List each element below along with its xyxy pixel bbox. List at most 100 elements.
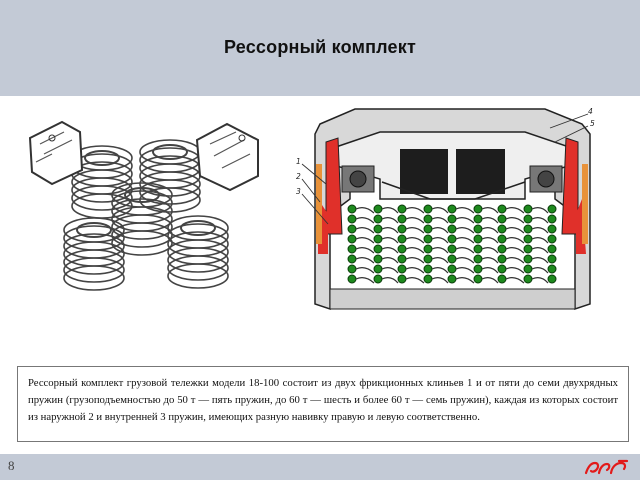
page-number: 8 xyxy=(8,458,15,473)
spring-section-dot xyxy=(497,234,507,244)
spring-section-dot xyxy=(423,254,433,264)
spring-section-dot xyxy=(497,214,507,224)
spring-coil-line xyxy=(355,237,375,244)
spring-section-dot xyxy=(423,204,433,214)
spring-section-dot xyxy=(397,254,407,264)
spring-section-dot xyxy=(473,234,483,244)
spring-coil-line xyxy=(505,257,525,264)
spring-coil-line xyxy=(381,207,399,214)
spring-section-dot xyxy=(373,224,383,234)
spring-coil-line xyxy=(381,267,399,274)
spring-section-dot xyxy=(547,254,557,264)
spring-inner-coil xyxy=(124,187,160,203)
callout-1: 1 xyxy=(296,157,301,166)
spring-section-dot xyxy=(447,234,457,244)
spring-section-dot xyxy=(447,264,457,274)
spring-section-dot xyxy=(347,204,357,214)
spring-coil-line xyxy=(531,257,549,264)
caption-text: Рессорный комплект грузовой тележки моде… xyxy=(28,377,618,423)
spring-section-dot xyxy=(347,244,357,254)
spring-section-dot xyxy=(473,274,483,284)
spring-coil-line xyxy=(355,277,375,284)
spring-section-dot xyxy=(497,204,507,214)
spring-coil-line xyxy=(405,207,425,214)
spring-coil xyxy=(63,257,125,283)
spring-section-dot xyxy=(497,274,507,284)
spring-section-dot xyxy=(473,204,483,214)
spring-section-dot xyxy=(473,264,483,274)
spring-coil-line xyxy=(505,277,525,284)
spring-inner-coil xyxy=(152,144,188,160)
spring-coil-line xyxy=(381,277,399,284)
spring-section-dot xyxy=(523,224,533,234)
spring-coil-line xyxy=(355,217,375,224)
spring-coil-line xyxy=(455,277,475,284)
spring-section-dot xyxy=(523,214,533,224)
wedge-left xyxy=(325,137,343,235)
spring-section-dot xyxy=(397,244,407,254)
spring-coil xyxy=(111,222,173,248)
spring-section-dot xyxy=(547,274,557,284)
spring-coil-line xyxy=(405,267,425,274)
spring-coil-line xyxy=(405,247,425,254)
spring-coil-line xyxy=(405,217,425,224)
spring-coil-line xyxy=(381,257,399,264)
spring-section-dot xyxy=(523,254,533,264)
callout-3: 3 xyxy=(296,187,301,196)
right-wedge xyxy=(195,122,259,192)
spring-section-dot xyxy=(523,244,533,254)
spring-section-dot xyxy=(497,264,507,274)
spring-coil-line xyxy=(481,257,499,264)
spring-coil-line xyxy=(531,217,549,224)
spring-coil-line xyxy=(455,217,475,224)
spring-section-dot xyxy=(423,224,433,234)
spring-coil-line xyxy=(405,257,425,264)
spring-coil-line xyxy=(531,207,549,214)
spring-section-dot xyxy=(373,204,383,214)
spring-section-dot xyxy=(547,224,557,234)
spring-section-dot xyxy=(347,214,357,224)
spring-section-dot xyxy=(447,224,457,234)
spring-section-dot xyxy=(523,234,533,244)
spring-section-dot xyxy=(397,214,407,224)
spring-coil xyxy=(139,179,201,205)
spring-coil xyxy=(139,187,201,213)
spring-coil-line xyxy=(531,237,549,244)
spring-coil-line xyxy=(381,217,399,224)
spring-coil-line xyxy=(431,227,449,234)
spring-section-dot xyxy=(347,274,357,284)
spring-coil-line xyxy=(531,227,549,234)
spring-section-dot xyxy=(547,204,557,214)
spring-section-dot xyxy=(397,274,407,284)
spring-section-dot xyxy=(347,234,357,244)
spring-section-dot xyxy=(373,244,383,254)
spring-section-dot xyxy=(497,244,507,254)
spring-section-dot xyxy=(547,264,557,274)
spring-coil-line xyxy=(431,277,449,284)
spring-section-dot xyxy=(547,214,557,224)
spring-coil-line xyxy=(455,227,475,234)
spring-section-dot xyxy=(523,274,533,284)
spring-section-dot xyxy=(473,254,483,264)
spring-coil-line xyxy=(481,227,499,234)
spring-coil-line xyxy=(455,247,475,254)
spring-section-dot xyxy=(523,204,533,214)
spring-section-dot xyxy=(447,204,457,214)
spring-section-dot xyxy=(397,234,407,244)
spring-section-dot xyxy=(373,234,383,244)
spring-coil-line xyxy=(531,247,549,254)
spring-section-dot xyxy=(423,214,433,224)
spring-coil-line xyxy=(481,207,499,214)
spring-inner-coil xyxy=(76,222,112,238)
spring-coil-line xyxy=(505,227,525,234)
spring-coil-line xyxy=(505,247,525,254)
spring-coil-line xyxy=(381,227,399,234)
spring-section-dot xyxy=(373,254,383,264)
spring-coil-line xyxy=(481,217,499,224)
spring-section-dot xyxy=(473,214,483,224)
spring-coil-line xyxy=(481,247,499,254)
spring-coil-line xyxy=(505,267,525,274)
spring-section-dot xyxy=(423,274,433,284)
spring-set-cross-section: 1 2 3 4 5 xyxy=(296,107,595,311)
spring-coil xyxy=(139,171,201,197)
